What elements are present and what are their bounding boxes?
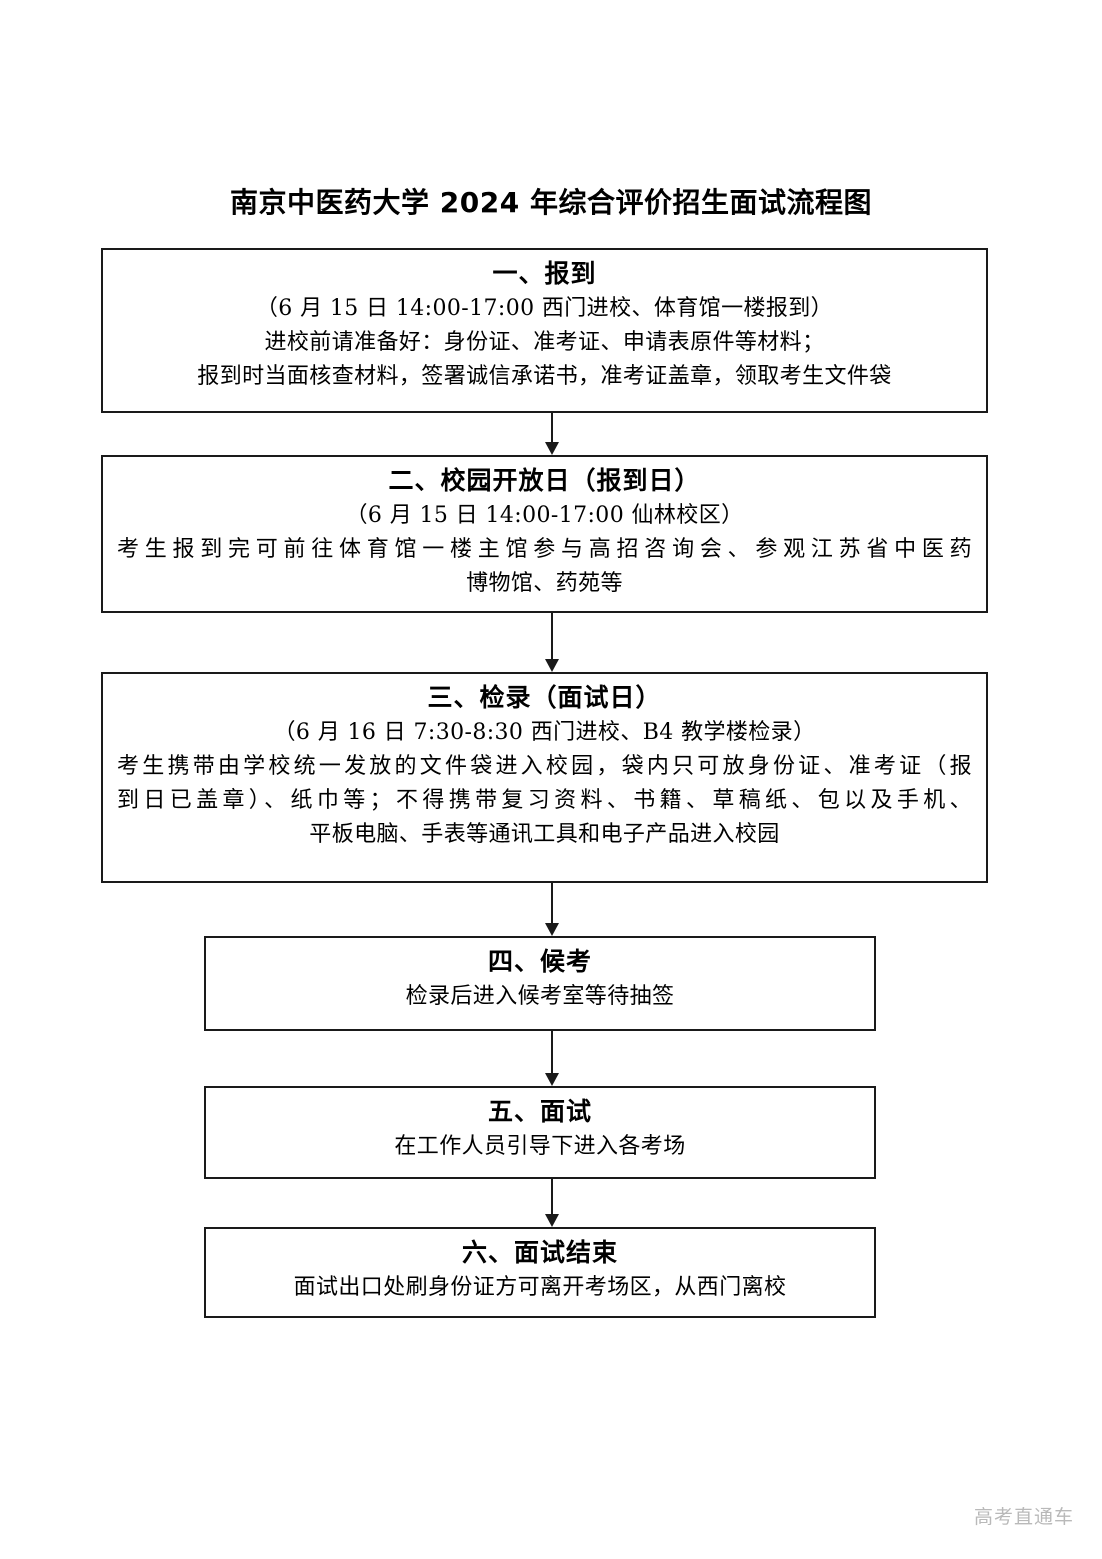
flow-step-3-check-in: 三、检录（面试日） （6 月 16 日 7:30-8:30 西门进校、B4 教学… <box>101 672 988 883</box>
arrow-head-icon <box>545 1073 559 1086</box>
arrow-step4-to-step5 <box>544 1031 560 1086</box>
watermark: 高考直通车 <box>973 1506 1074 1528</box>
arrow-shaft <box>551 413 553 442</box>
step-4-heading: 四、候考 <box>487 947 592 976</box>
flow-step-2-campus-open-day: 二、校园开放日（报到日） （6 月 15 日 14:00-17:00 仙林校区）… <box>101 455 988 613</box>
arrow-head-icon <box>545 659 559 672</box>
step-5-line-1: 在工作人员引导下进入各考场 <box>394 1133 686 1159</box>
step-5-heading: 五、面试 <box>487 1097 592 1126</box>
arrow-shaft <box>551 1179 553 1214</box>
step-1-line-1: （6 月 15 日 14:00-17:00 西门进校、体育馆一楼报到） <box>255 295 834 321</box>
arrow-step2-to-step3 <box>544 613 560 672</box>
arrow-shaft <box>551 883 553 923</box>
step-1-line-2: 进校前请准备好：身份证、准考证、申请表原件等材料； <box>264 329 825 355</box>
flow-step-1-reporting: 一、报到 （6 月 15 日 14:00-17:00 西门进校、体育馆一楼报到）… <box>101 248 988 413</box>
page-title: 南京中医药大学 2024 年综合评价招生面试流程图 <box>230 186 872 219</box>
step-2-line-1: （6 月 15 日 14:00-17:00 仙林校区） <box>345 502 744 528</box>
step-2-line-2: 考生报到完可前往体育馆一楼主馆参与高招咨询会、参观江苏省中医药 <box>117 536 972 562</box>
step-3-heading: 三、检录（面试日） <box>427 683 662 712</box>
arrow-head-icon <box>545 1214 559 1227</box>
step-4-line-1: 检录后进入候考室等待抽签 <box>405 983 675 1009</box>
flow-step-4-waiting: 四、候考 检录后进入候考室等待抽签 <box>204 936 876 1031</box>
step-1-line-3: 报到时当面核查材料，签署诚信承诺书，准考证盖章，领取考生文件袋 <box>197 363 892 389</box>
flow-step-5-interview: 五、面试 在工作人员引导下进入各考场 <box>204 1086 876 1179</box>
step-6-heading: 六、面试结束 <box>461 1238 618 1267</box>
step-1-heading: 一、报到 <box>492 259 597 288</box>
step-6-line-1: 面试出口处刷身份证方可离开考场区，从西门离校 <box>293 1274 787 1300</box>
step-3-line-2: 考生携带由学校统一发放的文件袋进入校园，袋内只可放身份证、准考证（报 <box>117 753 972 779</box>
step-3-line-1: （6 月 16 日 7:30-8:30 西门进校、B4 教学楼检录） <box>273 719 816 745</box>
arrow-head-icon <box>545 442 559 455</box>
flow-step-6-interview-end: 六、面试结束 面试出口处刷身份证方可离开考场区，从西门离校 <box>204 1227 876 1318</box>
step-3-line-4: 平板电脑、手表等通讯工具和电子产品进入校园 <box>309 821 780 847</box>
arrow-head-icon <box>545 923 559 936</box>
arrow-shaft <box>551 613 553 659</box>
arrow-step3-to-step4 <box>544 883 560 936</box>
step-3-line-3: 到日已盖章）、纸巾等；不得携带复习资料、书籍、草稿纸、包以及手机、 <box>117 787 972 813</box>
arrow-step1-to-step2 <box>544 413 560 455</box>
step-2-line-3: 博物馆、药苑等 <box>466 570 623 596</box>
step-2-heading: 二、校园开放日（报到日） <box>388 466 701 495</box>
arrow-shaft <box>551 1031 553 1073</box>
arrow-step5-to-step6 <box>544 1179 560 1227</box>
